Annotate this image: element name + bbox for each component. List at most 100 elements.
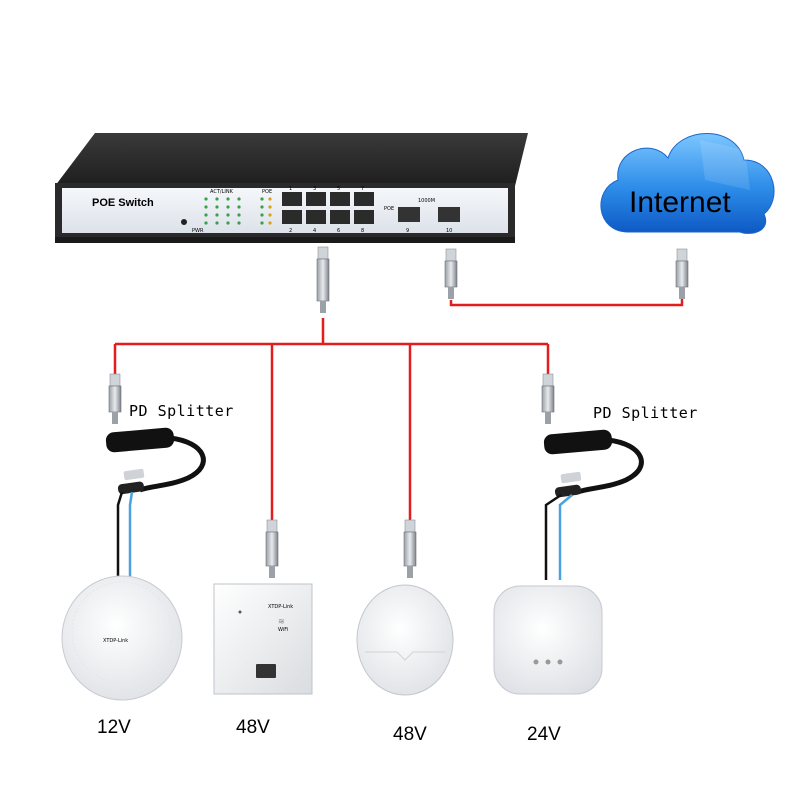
rj45-plug-boot bbox=[403, 531, 417, 567]
status-led bbox=[557, 659, 563, 665]
status-led bbox=[268, 197, 272, 201]
status-led bbox=[204, 213, 208, 217]
power-wire-right bbox=[544, 493, 562, 580]
rj45-plug-head bbox=[542, 373, 554, 387]
rj45-strain-relief bbox=[545, 412, 551, 424]
rj45-plug-head bbox=[109, 373, 121, 387]
round-ap-device bbox=[356, 584, 454, 696]
device-voltage-label: 12V bbox=[97, 717, 131, 738]
rj45-plug-head bbox=[317, 246, 329, 260]
square-ap-body bbox=[493, 585, 603, 695]
wall-panel-brand: XTDP-Link bbox=[268, 604, 293, 610]
status-led bbox=[260, 205, 264, 209]
round-ap-body bbox=[356, 584, 454, 696]
ethernet-port-icon bbox=[256, 664, 276, 678]
status-led bbox=[215, 213, 219, 217]
status-led bbox=[226, 213, 230, 217]
device-voltage-label: 24V bbox=[527, 724, 561, 745]
switch-led-grid bbox=[204, 197, 272, 225]
data-wire-left bbox=[128, 491, 134, 578]
port-number: 5 bbox=[337, 186, 340, 192]
ceiling-ap-body bbox=[61, 575, 183, 701]
uplink-port bbox=[438, 207, 460, 222]
status-led bbox=[204, 205, 208, 209]
wall-panel-ap-device: XTDP-Link WiFi ≋ bbox=[213, 583, 313, 695]
port-number: 10 bbox=[446, 228, 452, 234]
status-led bbox=[237, 197, 241, 201]
power-wire-left bbox=[116, 491, 124, 578]
device-voltage-label: 48V bbox=[236, 717, 270, 738]
status-led bbox=[268, 213, 272, 217]
port-number: 1 bbox=[289, 186, 292, 192]
switch-poe-label: POE bbox=[262, 189, 272, 195]
splitter-body bbox=[543, 429, 613, 455]
round-ap-seam bbox=[365, 651, 445, 661]
split-wires bbox=[116, 491, 573, 580]
dc-plug bbox=[117, 481, 145, 495]
ceiling-ap-device: XTDP-Link bbox=[61, 575, 183, 701]
rj45-strain-relief bbox=[679, 287, 685, 299]
status-led bbox=[204, 221, 208, 225]
switch-title: POE Switch bbox=[92, 197, 154, 209]
rj45-port bbox=[354, 192, 374, 206]
internet-cloud: Internet bbox=[600, 133, 775, 234]
switch-act-label: ACT/LINK bbox=[210, 189, 234, 195]
rj45-strain-relief bbox=[269, 566, 275, 578]
switch-uplink-label: 1000M bbox=[418, 198, 435, 204]
rj45-port bbox=[330, 192, 350, 206]
status-led bbox=[545, 659, 551, 665]
pd-splitter-label: PD Splitter bbox=[593, 404, 698, 422]
switch-pwr-label: PWR bbox=[192, 228, 204, 234]
rj45-plug-boot bbox=[541, 385, 555, 413]
status-led bbox=[215, 221, 219, 225]
status-led bbox=[237, 213, 241, 217]
splitter-cord bbox=[139, 435, 206, 493]
status-led bbox=[268, 205, 272, 209]
status-led bbox=[260, 197, 264, 201]
uplink-cable bbox=[449, 295, 684, 307]
rj45-port bbox=[330, 210, 350, 224]
splitter-cord bbox=[577, 437, 644, 495]
pd-splitter-label: PD Splitter bbox=[129, 402, 234, 420]
rj45-plugs bbox=[108, 246, 689, 578]
switch-power-led bbox=[181, 219, 187, 225]
poe-cables bbox=[113, 295, 684, 520]
rj45-plug-boot bbox=[108, 385, 122, 413]
rj45-plug-head bbox=[445, 248, 457, 262]
dc-plug bbox=[554, 484, 582, 498]
ceiling-ap-brand: XTDP-Link bbox=[103, 638, 128, 644]
status-led bbox=[260, 221, 264, 225]
status-led bbox=[268, 221, 272, 225]
pd-splitter-left: PD Splitter bbox=[105, 402, 234, 495]
cloud-grid-highlight bbox=[700, 140, 750, 190]
rj45-out-plug bbox=[560, 471, 582, 484]
port-number: 7 bbox=[361, 186, 364, 192]
status-led bbox=[215, 197, 219, 201]
rj45-plug-head bbox=[676, 248, 688, 262]
port-number: 6 bbox=[337, 228, 340, 234]
rj45-plug-head bbox=[404, 519, 416, 533]
rj45-strain-relief bbox=[112, 412, 118, 424]
pd-splitter-right: PD Splitter bbox=[543, 404, 698, 498]
status-led bbox=[237, 221, 241, 225]
device-voltage-label: 48V bbox=[393, 724, 427, 745]
switch-top-panel bbox=[55, 133, 528, 186]
rj45-strain-relief bbox=[448, 287, 454, 299]
square-ap-device bbox=[493, 585, 603, 695]
splitter-body bbox=[105, 427, 175, 453]
port-number: 9 bbox=[406, 228, 409, 234]
rj45-port bbox=[282, 210, 302, 224]
rj45-port bbox=[282, 192, 302, 206]
switch-base bbox=[55, 237, 515, 243]
rj45-plug-boot bbox=[444, 260, 458, 288]
status-led bbox=[204, 197, 208, 201]
status-led bbox=[226, 221, 230, 225]
cloud-shape bbox=[600, 133, 775, 234]
rj45-plug-boot bbox=[675, 260, 689, 288]
status-led bbox=[226, 197, 230, 201]
status-led bbox=[237, 205, 241, 209]
port-number: 4 bbox=[313, 228, 316, 234]
